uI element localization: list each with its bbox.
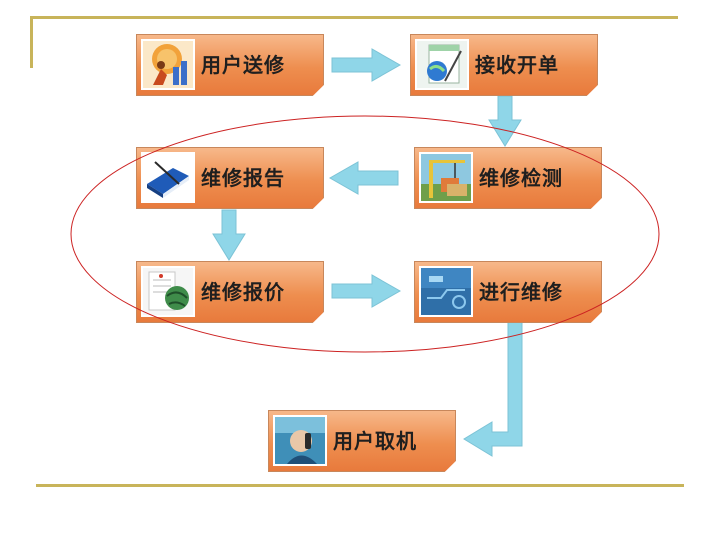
step-perform-repair: 进行维修 — [414, 261, 602, 323]
step-repair-report: 维修报告 — [136, 147, 324, 209]
globe-document-icon — [415, 39, 469, 90]
arrow-send-to-receive — [331, 48, 402, 82]
step-label: 维修报价 — [201, 280, 285, 304]
step-label: 进行维修 — [479, 280, 563, 304]
globe-paper-icon — [141, 266, 195, 317]
arrow-receive-to-inspect — [488, 95, 522, 147]
step-repair-inspect: 维修检测 — [414, 147, 602, 209]
phone-user-icon — [273, 415, 327, 466]
step-label: 维修检测 — [479, 166, 563, 190]
book-pen-icon — [141, 152, 195, 203]
step-user-send: 用户送修 — [136, 34, 324, 96]
repair-worker-icon — [141, 39, 195, 90]
arrow-perform-to-pickup — [463, 321, 523, 457]
step-repair-quote: 维修报价 — [136, 261, 324, 323]
arrow-report-to-quote — [212, 209, 246, 261]
step-label: 维修报告 — [201, 166, 285, 190]
step-label: 接收开单 — [475, 53, 559, 77]
step-user-pickup: 用户取机 — [268, 410, 456, 472]
arrow-quote-to-perform — [331, 274, 402, 308]
step-receive-ticket: 接收开单 — [410, 34, 598, 96]
frame-left-rule — [30, 16, 33, 68]
blue-tech-icon — [419, 266, 473, 317]
construction-crane-icon — [419, 152, 473, 203]
arrow-inspect-to-report — [328, 161, 399, 195]
frame-top-rule — [30, 16, 678, 19]
step-label: 用户送修 — [201, 53, 285, 77]
step-label: 用户取机 — [333, 429, 417, 453]
frame-bottom-rule — [36, 484, 684, 487]
